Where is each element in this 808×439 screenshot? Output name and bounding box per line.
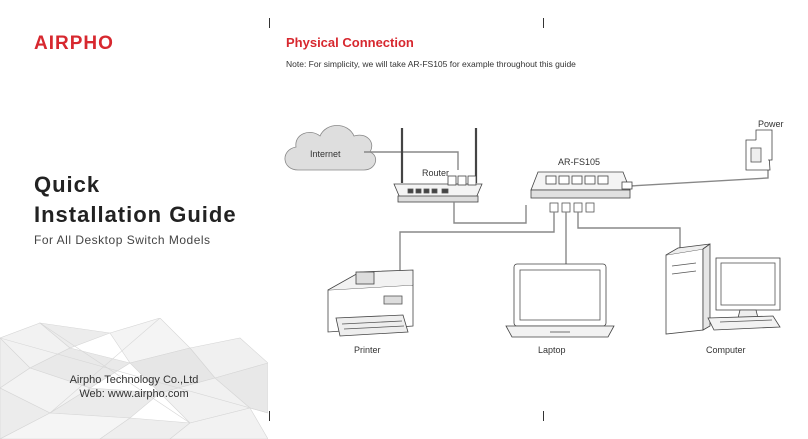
desktop-computer-icon bbox=[665, 243, 781, 335]
section-title: Physical Connection bbox=[286, 35, 414, 50]
brand-logo: AIRPHO bbox=[34, 33, 114, 54]
crop-mark bbox=[269, 18, 270, 28]
printer-icon bbox=[327, 269, 414, 337]
company-website: Web: www.airpho.com bbox=[79, 388, 189, 400]
company-info: Airpho Technology Co.,Ltd Web: www.airph… bbox=[0, 373, 268, 401]
internet-label: Internet bbox=[310, 149, 341, 159]
physical-connection-panel: Physical Connection Note: For simplicity… bbox=[268, 0, 808, 439]
crop-mark bbox=[543, 411, 544, 421]
crop-mark bbox=[269, 411, 270, 421]
router-icon bbox=[393, 175, 483, 203]
cover-panel: AIRPHO Quick Installation Guide For All … bbox=[0, 0, 268, 439]
guide-title: Quick Installation Guide bbox=[34, 170, 237, 230]
power-adapter-icon bbox=[745, 129, 773, 171]
internet-cloud-icon bbox=[284, 125, 377, 171]
router-label: Router bbox=[422, 168, 450, 178]
switch-label: AR-FS105 bbox=[558, 157, 601, 167]
company-name: Airpho Technology Co.,Ltd bbox=[69, 374, 199, 386]
switch-icon bbox=[530, 171, 631, 199]
laptop-label: Laptop bbox=[538, 345, 566, 355]
crop-mark bbox=[543, 18, 544, 28]
guide-subtitle: For All Desktop Switch Models bbox=[34, 233, 211, 247]
printer-label: Printer bbox=[354, 345, 381, 355]
ethernet-plug-icon bbox=[549, 202, 595, 213]
guide-title-line2: Installation Guide bbox=[34, 202, 237, 227]
computer-label: Computer bbox=[706, 345, 746, 355]
section-note: Note: For simplicity, we will take AR-FS… bbox=[286, 59, 576, 69]
guide-title-line1: Quick bbox=[34, 172, 101, 197]
laptop-icon bbox=[505, 263, 615, 338]
connection-diagram bbox=[284, 125, 781, 338]
polygon-background-decoration bbox=[0, 318, 268, 439]
power-label: Power bbox=[758, 119, 784, 129]
